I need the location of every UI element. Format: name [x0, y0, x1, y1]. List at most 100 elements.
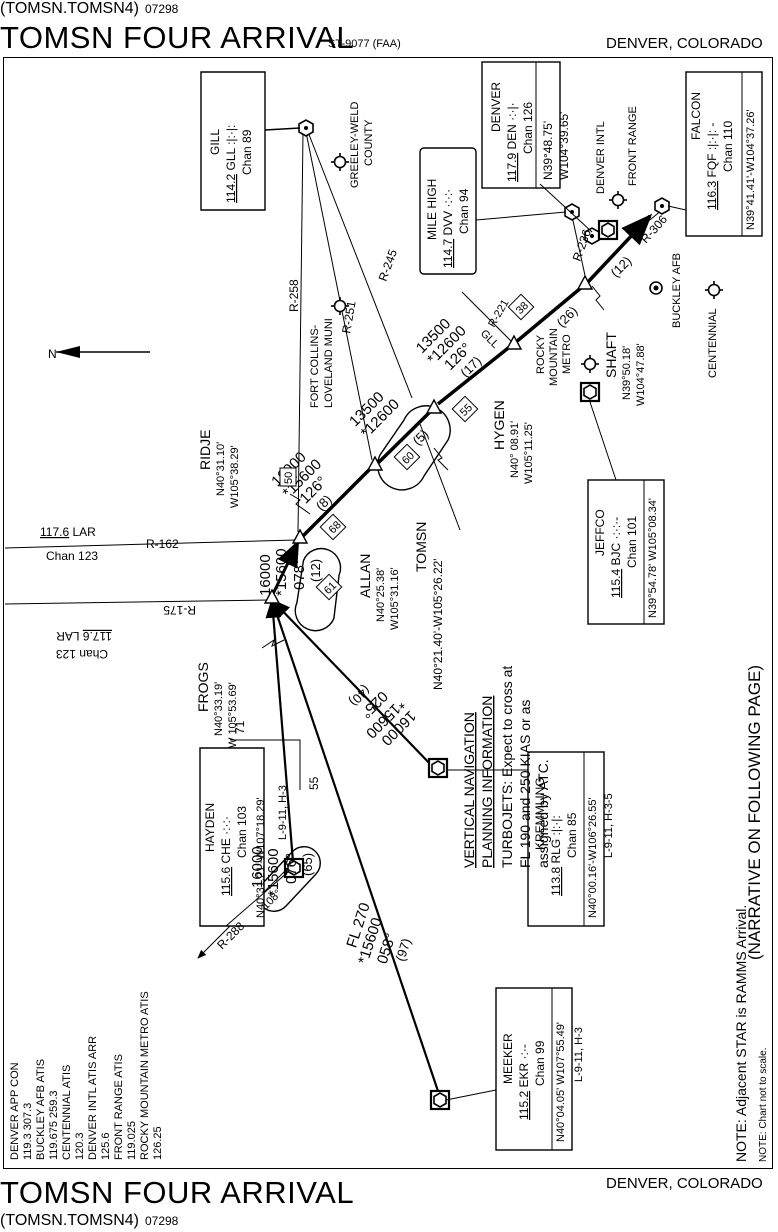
- svg-text:BUCKLEY AFB ATIS: BUCKLEY AFB ATIS: [35, 1059, 47, 1160]
- buckley-airport-icon[interactable]: [649, 281, 663, 295]
- svg-text:KREMMLING: KREMMLING: [533, 777, 547, 850]
- svg-text:MOUNTAIN: MOUNTAIN: [548, 328, 560, 386]
- svg-text:076°: 076°: [283, 853, 300, 884]
- svg-text:N40°25.38': N40°25.38': [375, 568, 387, 622]
- svg-text:16000: 16000: [257, 554, 274, 596]
- svg-text:HAYDEN: HAYDEN: [203, 803, 217, 852]
- tomsn-label: TOMSN N40°21.40'-W105°26.22': [413, 522, 445, 690]
- header-code: (TOMSN.TOMSN4)07298: [0, 0, 179, 17]
- allan-label: ALLAN N40°25.38' W105°31.16': [357, 554, 401, 630]
- svg-text:*15600: *15600: [273, 548, 290, 596]
- svg-text:115.6 CHE ·:·:·: 115.6 CHE ·:·:·: [219, 816, 233, 896]
- jeffco-vordme-icon[interactable]: [579, 381, 601, 403]
- svg-text:JEFFCO: JEFFCO: [593, 509, 607, 556]
- svg-text:ROCKY: ROCKY: [535, 334, 547, 374]
- route-hygen-shaft: [514, 285, 584, 344]
- svg-text:Chan 89: Chan 89: [240, 129, 254, 175]
- seg-tomsn-hygen: 13500 *12600 126° (17): [413, 315, 485, 380]
- rmm-label: ROCKY MOUNTAIN METRO: [535, 328, 573, 386]
- centennial-label: CENTENNIAL: [707, 308, 719, 378]
- svg-text:Chan 99: Chan 99: [533, 1040, 547, 1086]
- gll-radial-label: GLL: [478, 328, 501, 351]
- svg-text:Chan 101: Chan 101: [625, 516, 639, 568]
- svg-text:N40°21.40'-W105°26.22': N40°21.40'-W105°26.22': [431, 558, 445, 690]
- svg-text:MILE HIGH: MILE HIGH: [425, 179, 439, 240]
- svg-text:117.9 DEN ·:·|·: 117.9 DEN ·:·|·: [505, 102, 519, 182]
- centennial-airport-icon[interactable]: [704, 280, 724, 300]
- svg-text:115.4 BJC ·:·:·-: 115.4 BJC ·:·:·-: [609, 517, 623, 598]
- svg-text:TOMSN: TOMSN: [413, 522, 429, 572]
- svg-text:119.3 307.3: 119.3 307.3: [22, 1103, 34, 1160]
- svg-text:W105°31.16': W105°31.16': [389, 567, 401, 630]
- svg-text:FL 190 and 250 KIAS or as: FL 190 and 250 KIAS or as: [517, 700, 533, 868]
- svg-text:SHAFT: SHAFT: [603, 332, 619, 378]
- shaft-label: SHAFT N39°50.18' W104°47.88': [603, 332, 647, 406]
- svg-text:N40°33.19': N40°33.19': [213, 682, 225, 736]
- r245-label: R-245: [376, 247, 400, 283]
- ridje-label: RIDJE N40°31.10' W105°38.29': [197, 430, 241, 508]
- seg-tomsn-hygen-box: 38: [507, 293, 535, 321]
- greeley-airport-icon[interactable]: [330, 152, 350, 172]
- svg-text:GILL: GILL: [208, 129, 222, 155]
- falcon-box[interactable]: FALCON 116.3 FQF :|:·|: - Chan 110 N39°4…: [667, 71, 763, 237]
- meeker-box[interactable]: MEEKER 115.2 EKR ·:·- Chan 99 N40°04.05'…: [445, 987, 585, 1151]
- svg-text:114.2 GLL :|:·|:: 114.2 GLL :|:·|:: [224, 125, 238, 203]
- r258-label: R-258: [287, 279, 301, 312]
- svg-text:W104°47.88': W104°47.88': [635, 343, 647, 406]
- r162-label: R-162: [146, 537, 179, 551]
- footer-title: TOMSN FOUR ARRIVAL: [0, 1175, 355, 1210]
- svg-text:N39°50.18': N39°50.18': [621, 346, 633, 400]
- jeffco-box[interactable]: JEFFCO 115.4 BJC ·:·:·- Chan 101 N39°54.…: [587, 479, 665, 625]
- route-tomsn-hygen: [436, 343, 514, 406]
- route-meeker-frogs: [270, 599, 442, 1098]
- svg-text:Chan 94: Chan 94: [457, 188, 471, 234]
- r236-label: R-236: [570, 227, 594, 263]
- mora-55: 55: [307, 776, 321, 790]
- rmm-airport-icon[interactable]: [580, 354, 600, 374]
- svg-text:RIDJE: RIDJE: [197, 430, 213, 470]
- svg-text:N39°48.75': N39°48.75': [541, 121, 555, 180]
- svg-text:DENVER APP CON: DENVER APP CON: [9, 1062, 21, 1160]
- svg-text:Chan 103: Chan 103: [235, 806, 249, 858]
- svg-text:FRONT RANGE ATIS: FRONT RANGE ATIS: [113, 1054, 125, 1160]
- svg-text:assigned by ATC.: assigned by ATC.: [535, 759, 551, 868]
- gill-box[interactable]: GILL 114.2 GLL :|:·|: Chan 89: [200, 71, 301, 211]
- svg-text:W104°39.65': W104°39.65': [557, 112, 571, 180]
- falcon-vortac-icon[interactable]: [654, 197, 670, 215]
- procedure-number: ST-9077 (FAA): [328, 38, 401, 50]
- frogs-label: FROGS N40°33.19' W 105°53.69': [195, 662, 239, 748]
- denverintl-label: DENVER INTL: [595, 121, 607, 194]
- kremmling-box[interactable]: KREMMLING 113.8 RLG :|:·|: Chan 85 N40°0…: [446, 751, 615, 927]
- svg-text:N40°31.21'-W107°18.29': N40°31.21'-W107°18.29': [255, 797, 267, 918]
- milehigh-box[interactable]: MILE HIGH 114.7 DVV ·:·:· Chan 94: [419, 147, 567, 275]
- kremmling-vordme-icon[interactable]: [427, 757, 449, 779]
- svg-text:W105°38.29': W105°38.29': [229, 445, 241, 508]
- svg-text:PLANNING INFORMATION: PLANNING INFORMATION: [479, 696, 495, 868]
- frontrange-airport-icon[interactable]: [608, 190, 628, 210]
- denver-vordme-icon[interactable]: [597, 219, 619, 241]
- route-kremmling-frogs: [270, 598, 435, 769]
- location-top: DENVER, COLORADO: [606, 35, 763, 52]
- lar-chan-top: Chan 123: [46, 549, 98, 563]
- seg-hayden-frogs: 16000 *15600 076° (65): [249, 846, 315, 896]
- hayden-box[interactable]: HAYDEN 115.6 CHE ·:·:· Chan 103 N40°31.2…: [199, 747, 289, 927]
- svg-text:116.3 FQF :|:·|: -: 116.3 FQF :|:·|: -: [705, 123, 719, 210]
- svg-text:N40°31.10': N40°31.10': [215, 442, 227, 496]
- route-ridje-allan: [298, 465, 374, 541]
- svg-text:FORT COLLINS-: FORT COLLINS-: [309, 324, 321, 408]
- svg-text:(65): (65): [300, 853, 315, 876]
- svg-text:113.8 RLG :|:·|:: 113.8 RLG :|:·|:: [549, 815, 563, 896]
- gill-vortac-icon[interactable]: [298, 119, 314, 137]
- seg-ridje-allan-boxes: 50 68: [279, 467, 347, 541]
- route-frogs-ridje: [270, 539, 300, 597]
- svg-text:Chan 126: Chan 126: [521, 102, 535, 154]
- mora-lines: [230, 739, 301, 790]
- denver-box[interactable]: DENVER 117.9 DEN ·:·|· Chan 126 N39°48.7…: [481, 61, 593, 233]
- seg-frogs-ridje-box: 61: [315, 573, 343, 601]
- svg-text:N40°04.05' W107°55.49': N40°04.05' W107°55.49': [555, 1022, 567, 1142]
- svg-text:125.6: 125.6: [100, 1132, 112, 1160]
- svg-text:N39°54.78' W105°08.34': N39°54.78' W105°08.34': [647, 498, 659, 618]
- svg-text:Chan 85: Chan 85: [565, 812, 579, 858]
- svg-text:119.025: 119.025: [126, 1121, 138, 1160]
- north-label: N: [48, 347, 57, 361]
